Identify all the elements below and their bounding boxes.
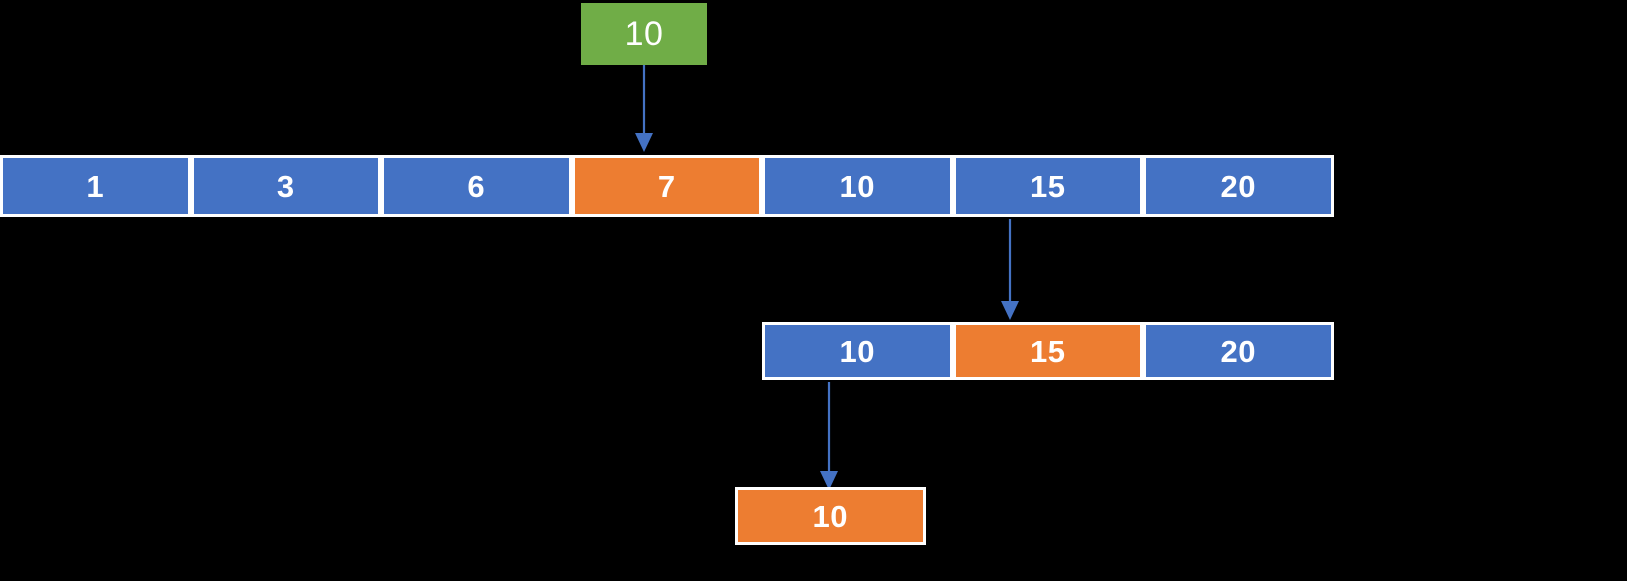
array-cell-highlighted[interactable]: 7 — [571, 155, 762, 217]
array-cell-value: 15 — [1030, 168, 1066, 204]
array-cell[interactable]: 15 — [952, 155, 1143, 217]
array-cell[interactable]: 1 — [0, 155, 191, 217]
array-cell[interactable]: 3 — [190, 155, 381, 217]
subarray-cell-highlighted[interactable]: 15 — [952, 322, 1143, 380]
array-cell-value: 1 — [86, 168, 105, 204]
array-cell-value: 6 — [467, 168, 486, 204]
subarray-cell-value: 10 — [839, 333, 875, 369]
search-key-box[interactable]: 10 — [581, 3, 707, 65]
subarray-cell[interactable]: 10 — [762, 322, 953, 380]
final-cell-highlighted[interactable]: 10 — [735, 487, 926, 545]
subarray-cell-value: 15 — [1030, 333, 1066, 369]
array-cell-value: 20 — [1220, 168, 1256, 204]
array-cell[interactable]: 6 — [381, 155, 572, 217]
array-cell-value: 10 — [839, 168, 875, 204]
array-cell-value: 3 — [276, 168, 295, 204]
array-cell-value: 7 — [657, 168, 676, 204]
final-cell-value: 10 — [812, 498, 848, 534]
search-key-label: 10 — [624, 15, 664, 53]
subarray-cell-value: 20 — [1220, 333, 1256, 369]
array-cell[interactable]: 20 — [1143, 155, 1334, 217]
subarray-cell[interactable]: 20 — [1143, 322, 1334, 380]
array-cell[interactable]: 10 — [762, 155, 953, 217]
